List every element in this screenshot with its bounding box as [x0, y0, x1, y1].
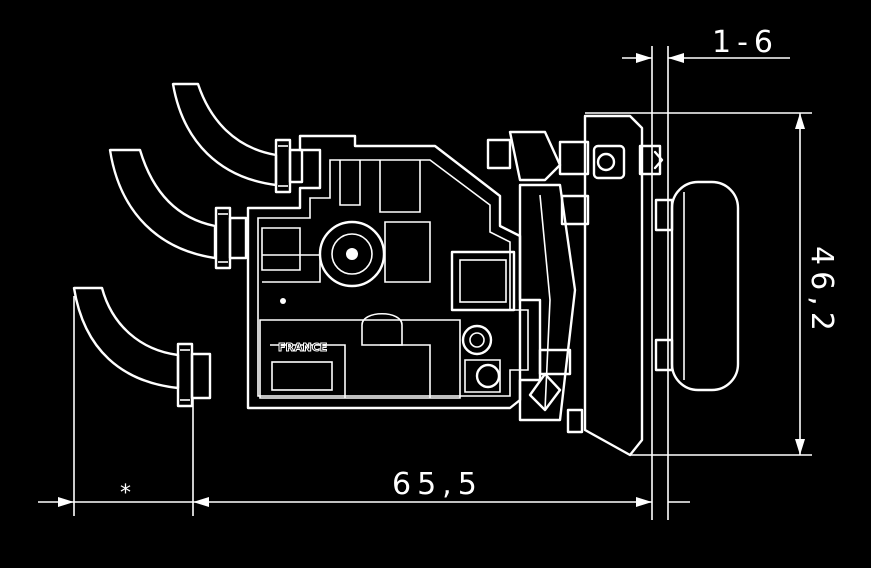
width-dimension-label: 65,5: [392, 467, 483, 502]
linkage-assembly: [486, 130, 590, 434]
air-filter-disc: [654, 180, 740, 392]
offset-dimension-label: 1-6: [712, 25, 779, 60]
middle-hose: [108, 148, 217, 260]
height-dimension: [585, 112, 812, 456]
carburetor-body: [246, 134, 542, 410]
offset-dimension: [622, 53, 790, 63]
upper-hose: [171, 82, 278, 187]
body-stamp: FRANCE: [278, 341, 327, 354]
width-dimension: [38, 497, 690, 507]
mounting-plate: [583, 114, 664, 457]
variable-length-marker: *: [120, 481, 131, 506]
hose-fittings: [176, 138, 304, 408]
lower-hose: [72, 286, 180, 390]
height-dimension-label: 46,2: [804, 246, 839, 337]
